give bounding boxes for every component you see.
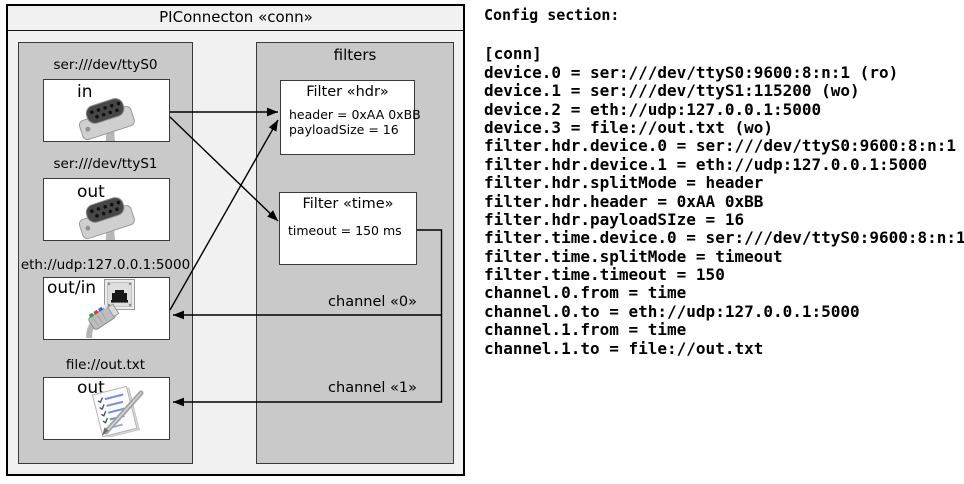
- device-box-file: out: [43, 377, 170, 440]
- filter-title: Filter «time»: [302, 196, 394, 212]
- filter-hdr-box: Filter «hdr» header = 0xAA 0xBB payloadS…: [280, 80, 421, 155]
- config-line: filter.hdr.payloadSIze = 16: [484, 209, 745, 229]
- device-port-label: in: [77, 82, 93, 102]
- config-line: filter.time.splitMode = timeout: [484, 246, 783, 266]
- device-url-label: ser:///dev/ttyS0: [53, 57, 158, 73]
- config-line: filter.hdr.splitMode = header: [484, 173, 764, 193]
- notepad-icon: [91, 385, 144, 437]
- config-line: device.3 = file://out.txt (wo): [484, 117, 773, 137]
- config-line: filter.hdr.header = 0xAA 0xBB: [484, 191, 764, 211]
- config-line: device.1 = ser:///dev/ttyS1:115200 (wo): [484, 81, 860, 101]
- config-heading: Config section:: [484, 6, 620, 24]
- device-url-label: ser:///dev/ttyS1: [53, 156, 158, 172]
- config-line: [conn]: [484, 44, 542, 64]
- filter-attribute: timeout = 150 ms: [288, 223, 402, 238]
- device-port-label: out: [77, 182, 105, 202]
- title-separator: [8, 30, 464, 31]
- channel-0-label: channel «0»: [328, 294, 417, 310]
- config-section: Config section: [conn] device.0 = ser://…: [484, 6, 964, 358]
- filter-attributes: timeout = 150 ms: [288, 223, 402, 239]
- device-url-label: file://out.txt: [65, 357, 146, 373]
- config-line: filter.time.timeout = 150: [484, 265, 725, 285]
- connection-diagram: PIConnecton «conn» filters ser:///dev/tt…: [0, 0, 480, 484]
- filter-attribute: header = 0xAA 0xBB: [289, 107, 421, 122]
- filter-attributes: header = 0xAA 0xBB payloadSize = 16: [289, 107, 421, 137]
- config-line: device.2 = eth://udp:127.0.0.1:5000: [484, 99, 822, 119]
- config-line: filter.hdr.device.1 = eth://udp:127.0.0.…: [484, 154, 928, 174]
- filter-title: Filter «hdr»: [306, 84, 389, 100]
- ethernet-cable-icon: [86, 303, 120, 338]
- device-port-label: out: [77, 378, 105, 398]
- channel-1-label: channel «1»: [328, 380, 417, 396]
- diagram-title: PIConnecton «conn»: [159, 8, 313, 26]
- device-box-ttyS0: in: [43, 79, 170, 142]
- rj45-jack-icon: [104, 279, 135, 310]
- filter-time-box: Filter «time» timeout = 150 ms: [279, 192, 417, 265]
- device-box-eth: out/in: [43, 277, 170, 340]
- filter-attribute: payloadSize = 16: [289, 121, 399, 137]
- config-line: device.0 = ser:///dev/ttyS0:9600:8:n:1 (…: [484, 62, 899, 82]
- config-line: filter.hdr.device.0 = ser:///dev/ttyS0:9…: [484, 136, 957, 156]
- config-line: channel.0.from = time: [484, 283, 687, 303]
- device-box-ttyS1: out: [43, 178, 170, 241]
- serial-connector-icon: [78, 197, 135, 240]
- device-url-label: eth://udp:127.0.0.1:5000: [20, 257, 191, 273]
- config-line: channel.1.from = time: [484, 320, 687, 340]
- filters-panel-title: filters: [333, 46, 377, 64]
- serial-connector-icon: [78, 98, 135, 141]
- config-line: filter.time.device.0 = ser:///dev/ttyS0:…: [484, 228, 964, 248]
- device-port-label: out/in: [47, 278, 97, 298]
- config-lines: [conn] device.0 = ser:///dev/ttyS0:9600:…: [484, 45, 964, 358]
- config-line: channel.0.to = eth://udp:127.0.0.1:5000: [484, 301, 860, 321]
- config-line: channel.1.to = file://out.txt: [484, 338, 764, 358]
